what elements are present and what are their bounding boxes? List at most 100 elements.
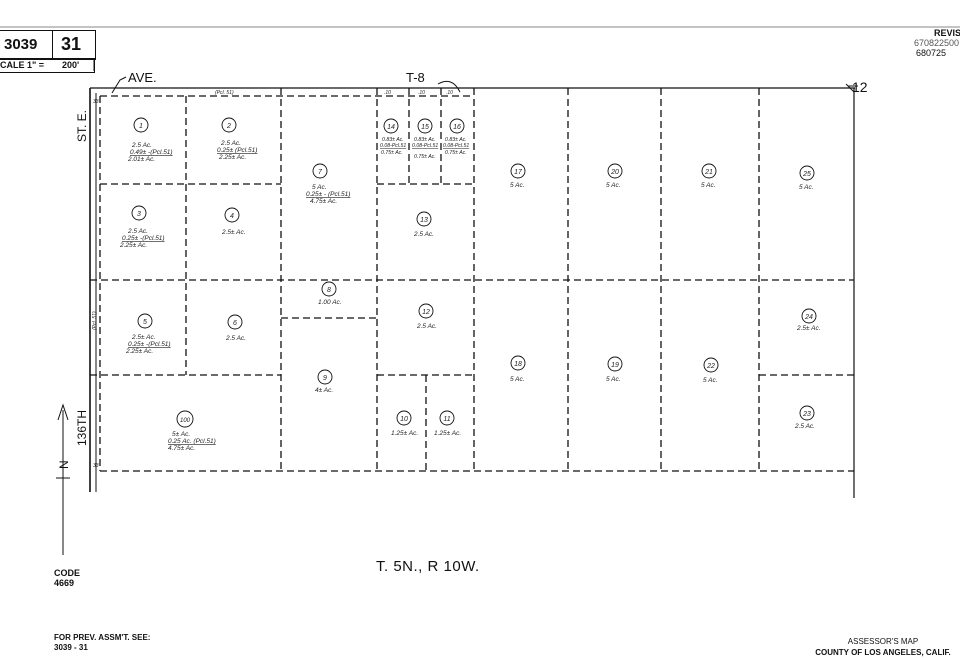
acreage: 1.25± Ac. xyxy=(391,430,418,437)
parcel-circle xyxy=(510,355,526,371)
acreage: 2.5 Ac. xyxy=(220,140,241,147)
parcel-number: 20 xyxy=(610,169,619,176)
acreage: 0.25± (Pcl.51) xyxy=(217,147,257,154)
parcel-circle xyxy=(799,165,815,181)
parcel-number: 15 xyxy=(421,124,429,131)
acreage: 1.00 Ac. xyxy=(318,299,342,306)
code-block: CODE 4669 xyxy=(54,568,80,588)
page-number-box: 31 xyxy=(52,30,96,60)
parcel-circle xyxy=(703,357,719,373)
acreage: 2.5 Ac. xyxy=(127,228,148,235)
footer-title: ASSESSOR'S MAP xyxy=(847,637,919,646)
revised-date-1: 670822500 xyxy=(914,38,960,48)
parcel-number: 3 xyxy=(137,211,141,218)
parcel-circle xyxy=(607,163,623,179)
parcel-number: 17 xyxy=(514,169,523,176)
acreage: 0.49± -(Pcl.51) xyxy=(130,149,173,156)
footer-county: COUNTY OF LOS ANGELES, CALIF. xyxy=(815,648,951,657)
acreage: 0.75± Ac. xyxy=(414,154,436,160)
parcel-circle xyxy=(439,410,455,426)
parcel-circle xyxy=(396,410,412,426)
street-label-ave: AVE. xyxy=(128,70,157,85)
parcel-number: 4 xyxy=(230,213,234,220)
acreage: 0.75± Ac. xyxy=(381,150,403,156)
prev-assmt-label: FOR PREV. ASSM'T. SEE: xyxy=(54,633,151,642)
parcel-circle xyxy=(799,405,815,421)
scale-value: 200' xyxy=(62,60,80,70)
parcel-circle xyxy=(510,163,526,179)
acreage: 5 Ac. xyxy=(510,376,525,383)
parcel-number: 14 xyxy=(387,124,395,131)
parcel-circle xyxy=(418,303,434,319)
parcel-number: 16 xyxy=(453,124,461,131)
acreage: 2.25± Ac. xyxy=(125,348,153,355)
acreage: 4± Ac. xyxy=(315,387,333,394)
acreage: 0.25 Ac. (Pcl.51) xyxy=(168,438,216,445)
dimension-labels: 33 33 .10 .10 .10 (Pcl. 51) (Pcl. 51) xyxy=(92,90,453,469)
parcel-number: 2 xyxy=(226,123,231,130)
parcel-number: 11 xyxy=(443,416,450,423)
corner-tick-2 xyxy=(845,83,855,93)
prev-assmt-value: 3039 - 31 xyxy=(54,643,88,652)
acreage: 0.08-Pcl.51 xyxy=(443,143,469,149)
parcel-circle xyxy=(227,314,243,330)
parcel-circle xyxy=(416,211,432,227)
parcel-number: 21 xyxy=(704,169,713,176)
pm-note-left: (Pcl. 51) xyxy=(92,311,98,330)
dim-label: .10 xyxy=(418,90,425,96)
parcel-number: 24 xyxy=(804,314,813,321)
acreage: 5± Ac. xyxy=(172,431,190,438)
parcel-circle xyxy=(383,118,399,134)
parcel-numbers: 1 2 3 4 5 6 7 8 9 10 11 12 13 14 15 16 1… xyxy=(137,123,813,424)
dim-label: .10 xyxy=(446,90,453,96)
code-label: CODE xyxy=(54,568,81,578)
code-value: 4669 xyxy=(54,578,75,588)
acreage: 1.25± Ac. xyxy=(434,430,461,437)
map-footer: ASSESSOR'S MAP COUNTY OF LOS ANGELES, CA… xyxy=(810,636,956,658)
dim-label: 33 xyxy=(93,99,99,105)
acreage: 0.75± Ac. xyxy=(445,150,467,156)
acreage: 2.5± Ac. xyxy=(796,325,821,332)
north-label: N xyxy=(57,460,71,469)
t8-leader xyxy=(437,80,461,93)
parcel-circle xyxy=(137,313,153,329)
acreage: 4.75± Ac. xyxy=(310,198,337,205)
revised-block: REVISE 670822500 680725 xyxy=(914,28,960,58)
acreage: 2.5 Ac. xyxy=(416,323,437,330)
parcel-number: 18 xyxy=(514,361,522,368)
parcel-number: 12 xyxy=(422,309,430,316)
parcel-circle xyxy=(131,205,147,221)
acreage: 4.75± Ac. xyxy=(168,445,195,452)
acreage: 2.5± Ac. xyxy=(131,334,156,341)
acreage: 0.83± Ac. xyxy=(382,137,404,143)
parcel-number: 1 xyxy=(139,123,143,130)
dim-label: .10 xyxy=(384,90,391,96)
parcel-number: 22 xyxy=(706,363,715,370)
ave-leader xyxy=(111,76,127,94)
parcel-number: 8 xyxy=(327,287,331,294)
revised-label: REVISE xyxy=(934,28,960,38)
parcel-circle xyxy=(449,118,465,134)
parcel-number: 7 xyxy=(318,169,323,176)
acreage: 0.83± Ac. xyxy=(445,137,467,143)
street-label-st-e: ST. E. xyxy=(75,110,89,142)
township-label: T. 5N., R 10W. xyxy=(376,558,480,575)
acreage: 5 Ac. xyxy=(606,182,621,189)
acreage: 5 Ac. xyxy=(606,376,621,383)
parcel-circle xyxy=(321,281,337,297)
acreage: 0.83± Ac. xyxy=(414,137,436,143)
acreage: 0.25± - (Pcl.51) xyxy=(306,191,350,198)
parcel-circle xyxy=(417,118,433,134)
scale-prefix: CALE 1" = xyxy=(0,60,45,70)
parcel-number: 6 xyxy=(233,320,237,327)
acreage: 0.08-Pcl.51 xyxy=(412,143,438,149)
revised-date-2: 680725 xyxy=(916,48,947,58)
north-arrow-head xyxy=(57,403,69,421)
parcel-circle xyxy=(701,163,717,179)
acreage: 0.25± -(Pcl.51) xyxy=(128,341,171,348)
acreage: 2.25± Ac. xyxy=(119,242,147,249)
acreage: 5 Ac. xyxy=(701,182,716,189)
acreage: 2.01± Ac. xyxy=(127,156,155,163)
parcel-acreage: 2.5 Ac. 0.49± -(Pcl.51) 2.01± Ac. 2.5 Ac… xyxy=(119,137,821,452)
acreage: 0.25± -(Pcl.51) xyxy=(122,235,165,242)
